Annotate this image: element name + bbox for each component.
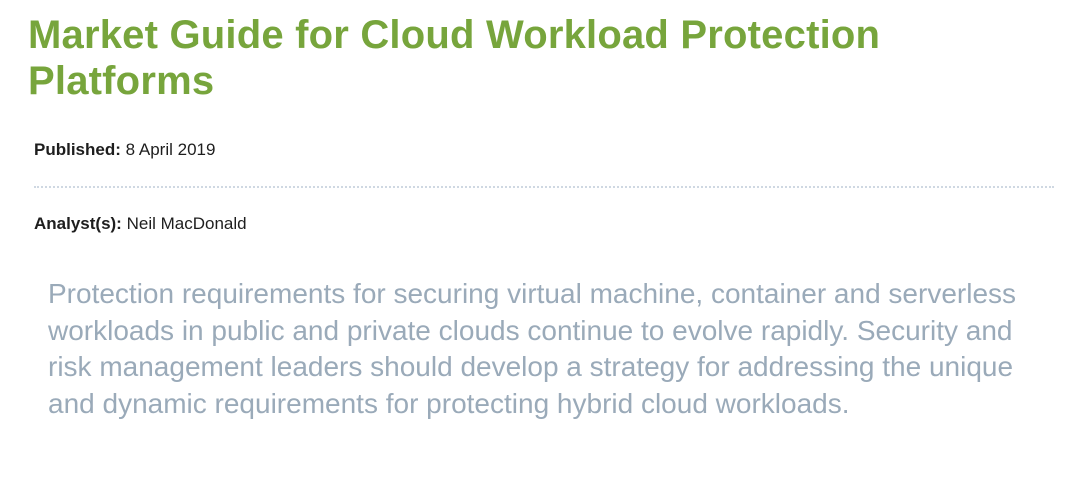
analyst-label: Analyst(s): [34, 214, 122, 233]
analyst-name: Neil MacDonald [126, 214, 247, 233]
document-summary: Protection requirements for securing vir… [48, 278, 1017, 419]
published-label: Published: [34, 140, 121, 159]
published-line: Published: 8 April 2019 [34, 140, 215, 160]
dotted-divider [34, 186, 1054, 188]
document-title: Market Guide for Cloud Workload Protecti… [28, 13, 881, 103]
analyst-line: Analyst(s): Neil MacDonald [34, 214, 247, 234]
published-date: 8 April 2019 [125, 140, 216, 159]
